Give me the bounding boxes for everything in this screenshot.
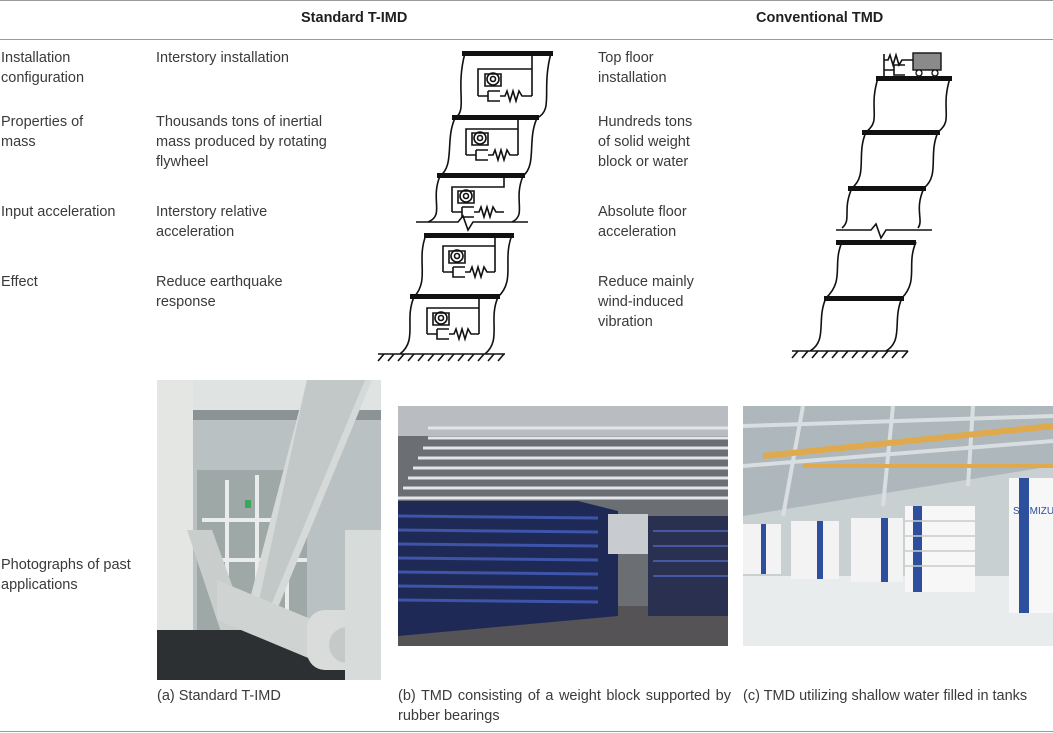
row-label-installation: Installation configuration bbox=[1, 50, 85, 86]
row-label-photographs: Photographs of past applications bbox=[1, 557, 131, 593]
row-label-mass: Properties of mass bbox=[1, 114, 84, 150]
tmd-installation: Top floor installation bbox=[598, 50, 667, 86]
row-label-effect: Effect bbox=[1, 274, 38, 290]
timd-device-2 bbox=[451, 176, 505, 220]
photo-standard-timd bbox=[157, 380, 381, 680]
column-header-timd: Standard T-IMD bbox=[301, 10, 408, 26]
timd-installation: Interstory installation bbox=[156, 50, 289, 66]
timd-device-0 bbox=[426, 299, 480, 342]
photo-tmd-weight-block bbox=[398, 406, 728, 646]
water-tank bbox=[851, 518, 903, 582]
timd-effect: Reduce earthquake response bbox=[156, 274, 283, 310]
timd-input: Interstory relative acceleration bbox=[156, 204, 268, 240]
row-label-input: Input acceleration bbox=[1, 204, 116, 220]
header-rule bbox=[0, 39, 1053, 40]
timd-mass: Thousands tons of inertial mass produced… bbox=[156, 114, 327, 170]
top-rule bbox=[0, 0, 1053, 1]
tmd-mass: Hundreds tons of solid weight block or w… bbox=[598, 114, 693, 170]
photo-tmd-water-tanks: SHIMIZU bbox=[743, 406, 1053, 646]
column-header-tmd: Conventional TMD bbox=[756, 10, 884, 26]
water-tank bbox=[743, 524, 781, 574]
tmd-effect: Reduce mainly wind-induced vibration bbox=[598, 274, 694, 330]
caption-photo-a: (a) Standard T-IMD bbox=[157, 688, 281, 704]
timd-device-1 bbox=[442, 238, 496, 280]
caption-photo-c: (c) TMD utilizing shallow water filled i… bbox=[743, 688, 1028, 704]
timd-device-4 bbox=[477, 55, 533, 104]
caption-photo-b: (b) TMD consisting of a weight block sup… bbox=[398, 688, 731, 724]
svg-text:SHIMIZU: SHIMIZU bbox=[1013, 506, 1053, 517]
water-tank: SHIMIZU bbox=[1009, 478, 1053, 613]
water-tank bbox=[905, 506, 975, 592]
water-tank bbox=[791, 521, 839, 579]
timd-device-3 bbox=[465, 118, 519, 163]
tmd-mass-block bbox=[912, 52, 942, 77]
tmd-input: Absolute floor acceleration bbox=[598, 204, 687, 240]
bottom-rule bbox=[0, 731, 1053, 732]
